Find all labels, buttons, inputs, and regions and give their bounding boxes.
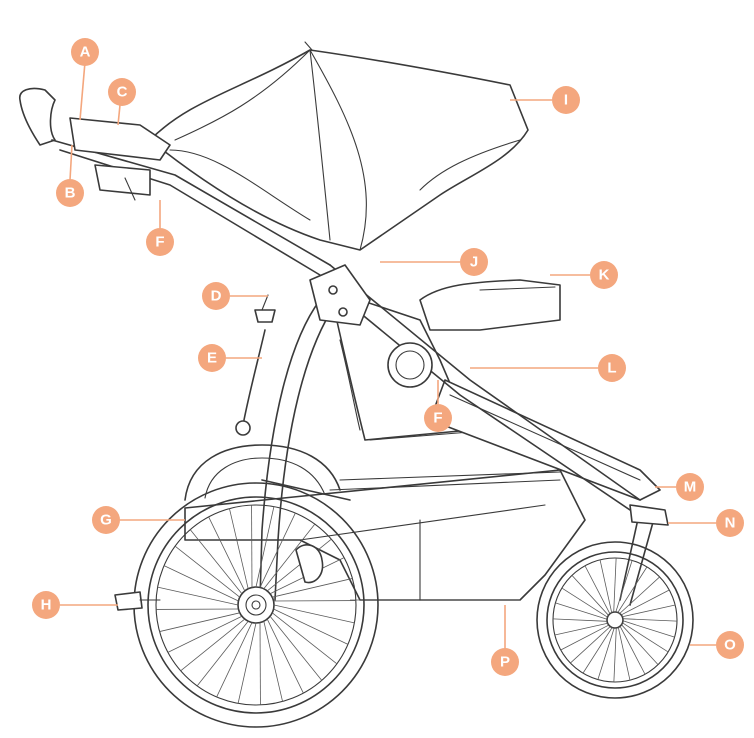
callout-i: I bbox=[510, 86, 580, 114]
spoke bbox=[622, 620, 675, 638]
spoke bbox=[617, 627, 631, 681]
callout-letter: O bbox=[724, 637, 736, 654]
spoke bbox=[269, 615, 323, 681]
spoke bbox=[599, 559, 613, 613]
callout-f-lower: F bbox=[424, 380, 452, 432]
spoke bbox=[621, 589, 670, 616]
callout-letter: F bbox=[433, 410, 442, 427]
spoke bbox=[615, 560, 633, 613]
spoke bbox=[159, 612, 240, 632]
callout-j: J bbox=[380, 248, 488, 276]
callouts: A B C D E F bbox=[32, 38, 744, 676]
callout-letter: H bbox=[41, 597, 52, 614]
spoke bbox=[259, 512, 296, 588]
callout-letter: P bbox=[500, 654, 510, 671]
callout-b: B bbox=[56, 144, 84, 207]
callout-letter: C bbox=[117, 84, 128, 101]
spoke bbox=[597, 627, 615, 680]
callout-a: A bbox=[71, 38, 99, 121]
spoke bbox=[622, 622, 669, 653]
spoke bbox=[584, 565, 611, 614]
spoke bbox=[263, 621, 283, 702]
callout-f-upper: F bbox=[146, 200, 174, 256]
spoke bbox=[263, 523, 316, 590]
front-wheel-spokes bbox=[552, 557, 678, 683]
callout-e: E bbox=[198, 344, 262, 372]
spoke bbox=[273, 604, 355, 624]
canopy bbox=[149, 41, 529, 251]
callout-o: O bbox=[690, 631, 744, 659]
storage-basket bbox=[184, 469, 586, 601]
callout-g: G bbox=[92, 506, 185, 534]
callout-letter: B bbox=[65, 185, 76, 202]
callout-letter: I bbox=[564, 92, 568, 109]
parking-brake-pedal bbox=[114, 591, 161, 611]
fold-hinge bbox=[309, 264, 433, 388]
front-fork bbox=[319, 264, 669, 606]
spoke bbox=[163, 565, 239, 602]
spoke bbox=[208, 516, 246, 592]
parent-tray bbox=[419, 279, 561, 331]
callout-m: M bbox=[655, 473, 704, 501]
front-wheel bbox=[536, 541, 694, 699]
callout-k: K bbox=[550, 261, 618, 289]
rear-wheel-spokes bbox=[156, 505, 356, 705]
spoke bbox=[617, 566, 648, 613]
spoke bbox=[255, 506, 275, 588]
callout-n: N bbox=[668, 509, 744, 537]
callout-letter: F bbox=[155, 234, 164, 251]
spoke bbox=[266, 538, 332, 592]
spoke bbox=[613, 627, 617, 683]
callout-letter: L bbox=[607, 360, 616, 377]
spoke bbox=[555, 602, 608, 620]
wrist-strap bbox=[235, 329, 266, 436]
callout-letter: E bbox=[207, 350, 217, 367]
spoke bbox=[571, 575, 609, 616]
handlebar bbox=[19, 87, 331, 276]
spoke bbox=[622, 618, 678, 622]
spoke bbox=[621, 624, 659, 665]
spoke bbox=[613, 557, 617, 613]
spoke bbox=[561, 587, 608, 618]
callout-letter: D bbox=[211, 288, 222, 305]
rear-far-wheel bbox=[184, 444, 341, 501]
spoke bbox=[180, 618, 246, 672]
brake-lever bbox=[254, 294, 276, 323]
spoke bbox=[554, 622, 608, 636]
spoke bbox=[266, 618, 304, 694]
spoke bbox=[582, 627, 613, 674]
callout-p: P bbox=[491, 605, 519, 676]
callout-letter: K bbox=[599, 267, 610, 284]
callout-letter: J bbox=[470, 254, 478, 271]
callout-letter: M bbox=[684, 479, 697, 496]
rear-leg-frame bbox=[259, 299, 351, 601]
spoke bbox=[229, 508, 249, 589]
spoke bbox=[157, 586, 239, 606]
spoke bbox=[271, 612, 338, 665]
spoke bbox=[189, 529, 243, 595]
spoke bbox=[272, 578, 353, 598]
spoke bbox=[619, 576, 660, 614]
callout-d: D bbox=[202, 282, 268, 310]
callout-letter: G bbox=[100, 512, 112, 529]
spoke bbox=[167, 615, 243, 653]
spoke bbox=[273, 608, 349, 645]
spoke bbox=[196, 620, 249, 687]
spoke bbox=[216, 622, 253, 698]
spoke bbox=[560, 624, 609, 651]
spoke bbox=[570, 626, 611, 664]
spoke bbox=[174, 545, 241, 598]
callout-l: L bbox=[470, 354, 626, 382]
spoke bbox=[619, 626, 646, 675]
spoke bbox=[622, 604, 676, 618]
callout-letter: A bbox=[80, 44, 91, 61]
stroller-illustration bbox=[19, 41, 694, 728]
spoke bbox=[237, 622, 257, 704]
callout-c: C bbox=[108, 78, 136, 126]
rear-wheel bbox=[133, 482, 379, 728]
callout-h: H bbox=[32, 591, 118, 619]
callout-letter: N bbox=[725, 515, 736, 532]
spoke bbox=[552, 618, 608, 622]
